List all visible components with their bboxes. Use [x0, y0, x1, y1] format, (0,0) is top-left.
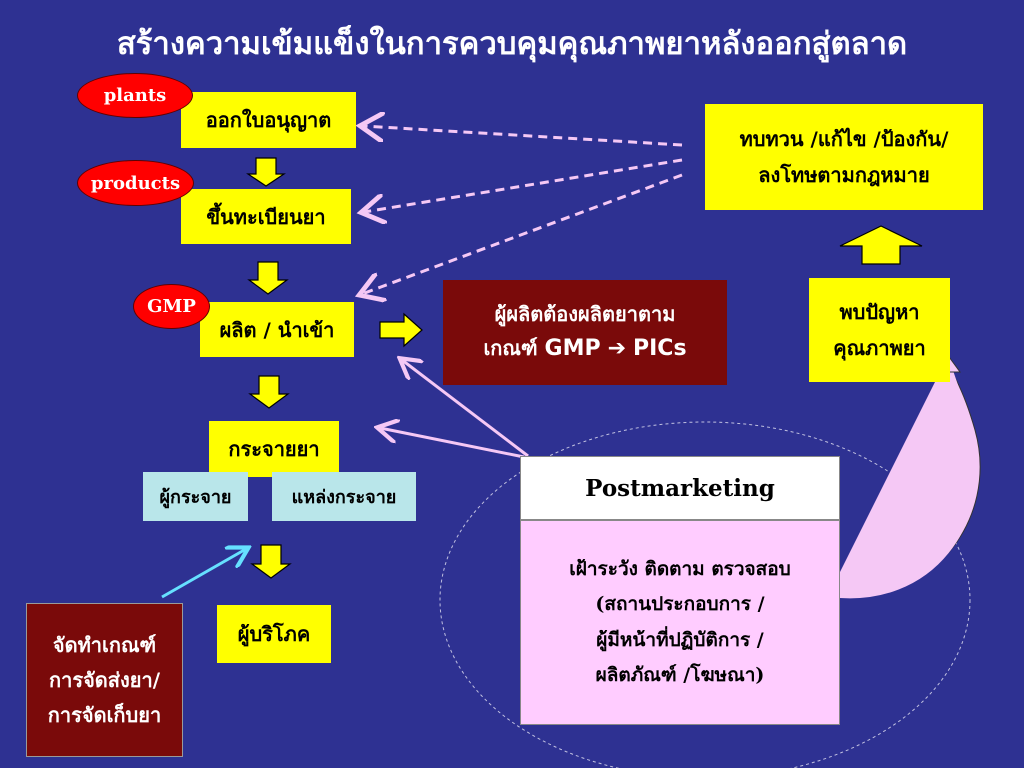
source-box: แหล่งกระจาย [272, 472, 416, 521]
postmarketing-header: Postmarketing [520, 456, 840, 520]
guideline-line1: จัดทำเกณฑ์ [52, 632, 157, 657]
arrow-right-icon: ➔ [607, 335, 627, 361]
down-arrow-1 [246, 157, 286, 187]
postmarketing-line4: ผลิตภัณฑ์ /โฆษณา) [595, 663, 765, 686]
gmp-requirement-box: ผู้ผลิตต้องผลิตยาตาม เกณฑ์ GMP ➔ PICs [443, 280, 727, 385]
register-box: ขึ้นทะเบียนยา [181, 189, 351, 244]
dashed-arrow-produce [362, 173, 683, 294]
produce-box: ผลิต / นำเข้า [200, 302, 354, 357]
plants-tag: plants [77, 73, 193, 118]
down-arrow-4 [250, 544, 292, 579]
gmp-line1: ผู้ผลิตต้องผลิตยาตาม [494, 301, 676, 326]
postmarketing-line3: ผู้มีหน้าที่ปฏิบัติการ / [596, 628, 764, 651]
consumer-box: ผู้บริโภค [217, 605, 331, 663]
gmp-tag: GMP [133, 284, 210, 329]
enforcement-box: ทบทวน /แก้ไข /ป้องกัน/ ลงโทษตามกฎหมาย [705, 104, 983, 210]
down-arrow-3 [248, 375, 290, 409]
right-arrow-gmp [379, 312, 423, 348]
cyan-arrow-guideline [161, 549, 246, 599]
guideline-line2: การจัดส่งยา/ [48, 667, 160, 692]
arrow-pm-to-distribute [380, 428, 525, 459]
page-title: สร้างความเข้มแข็งในการควบคุมคุณภาพยาหลัง… [116, 26, 908, 62]
dashed-arrow-register [364, 158, 683, 212]
distribute-box: กระจายยา [209, 421, 339, 477]
products-tag: products [77, 160, 194, 206]
license-box: ออกใบอนุญาต [181, 92, 356, 148]
down-arrow-2 [247, 261, 289, 295]
problem-line2: คุณภาพยา [833, 336, 926, 360]
guideline-box: จัดทำเกณฑ์ การจัดส่งยา/ การจัดเก็บยา [26, 603, 183, 757]
gmp-line2: เกณฑ์ GMP ➔ PICs [483, 331, 686, 367]
pics-label: PICs [632, 335, 687, 361]
postmarketing-ellipse [439, 421, 971, 768]
postmarketing-body: เฝ้าระวัง ติดตาม ตรวจสอบ (สถานประกอบการ … [520, 520, 840, 725]
quality-problem-box: พบปัญหา คุณภาพยา [809, 278, 950, 382]
up-arrow-enforce [839, 225, 923, 265]
gmp-label: GMP [544, 335, 601, 361]
enforcement-line1: ทบทวน /แก้ไข /ป้องกัน/ [739, 127, 949, 151]
gmp-line2-prefix: เกณฑ์ [483, 335, 538, 360]
guideline-line3: การจัดเก็บยา [47, 702, 162, 727]
problem-line1: พบปัญหา [839, 300, 920, 324]
dashed-arrow-license [363, 126, 683, 147]
arrow-pm-to-produce [402, 360, 529, 458]
enforcement-line2: ลงโทษตามกฎหมาย [758, 163, 930, 187]
postmarketing-line2: (สถานประกอบการ / [595, 593, 765, 616]
postmarketing-line1: เฝ้าระวัง ติดตาม ตรวจสอบ [569, 558, 791, 581]
distributor-box: ผู้กระจาย [143, 472, 248, 521]
